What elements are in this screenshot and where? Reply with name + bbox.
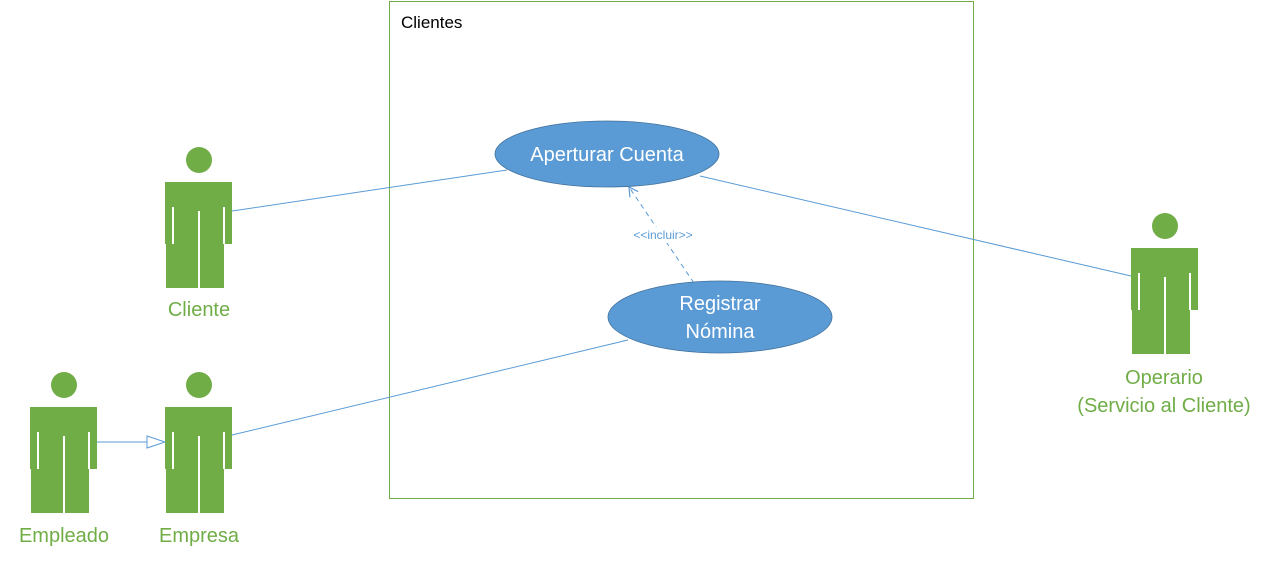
stick-figure-icon — [30, 372, 97, 513]
stick-figure-icon — [1131, 213, 1198, 354]
actor-label-line-1: Operario — [1125, 367, 1203, 389]
association-operario-apertura — [699, 175, 1132, 277]
actor-empleado: Empleado — [19, 372, 109, 547]
stick-figure-icon — [165, 147, 232, 288]
actor-label: Empresa — [159, 525, 240, 547]
system-boundary: Clientes — [389, 1, 974, 499]
include-label: <<incluir>> — [633, 228, 692, 242]
system-title: Clientes — [401, 13, 462, 32]
usecase-label: Aperturar Cuenta — [530, 144, 684, 166]
actor-label: Empleado — [19, 525, 109, 547]
usecase-registrar-nomina: Registrar Nómina — [607, 280, 833, 354]
actor-cliente: Cliente — [165, 147, 232, 321]
actor-label: Cliente — [168, 299, 230, 321]
usecase-label-line-1: Registrar — [679, 293, 760, 315]
generalization-empleado-empresa — [97, 435, 167, 449]
stick-figure-icon — [165, 372, 232, 513]
association-cliente-apertura — [231, 169, 508, 212]
actor-empresa: Empresa — [159, 372, 240, 547]
relationships: <<incluir>> — [97, 169, 1132, 449]
usecase-label-line-2: Nómina — [686, 321, 756, 343]
usecase-aperturar-cuenta: Aperturar Cuenta — [494, 120, 720, 188]
association-empresa-nomina — [231, 339, 629, 436]
actor-label-line-2: (Servicio al Cliente) — [1077, 395, 1250, 417]
actor-operario: Operario (Servicio al Cliente) — [1077, 213, 1251, 417]
